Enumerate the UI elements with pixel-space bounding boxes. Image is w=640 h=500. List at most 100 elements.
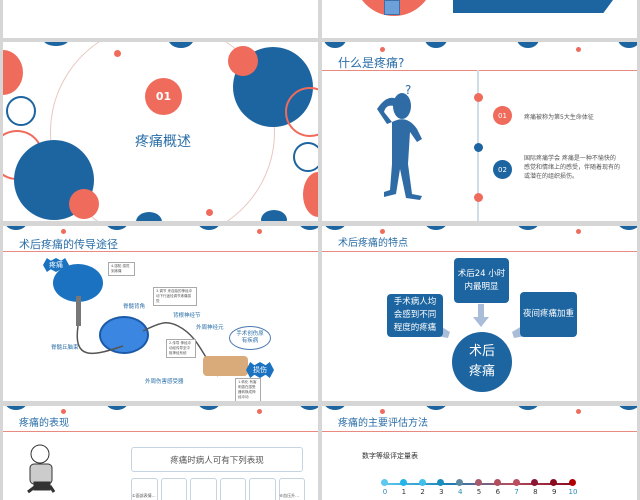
decor-circle — [5, 406, 27, 410]
label-spinothalamic-tract: 脊髓丘脑束 — [51, 345, 79, 351]
divider — [3, 431, 318, 432]
decor-ring-large — [50, 42, 275, 221]
burst-badge: 损伤 — [246, 362, 274, 378]
center-circle: 术后疼痛 — [452, 332, 512, 392]
decor-dot — [206, 209, 213, 216]
spinal-tract — [76, 296, 81, 326]
brain-icon — [53, 264, 103, 302]
note-transduction: 1.转化 有害刺激在感受器转换成神经冲动 — [235, 378, 261, 401]
slide-title: 术后疼痛的传导途径 — [19, 238, 118, 251]
divider — [322, 251, 637, 252]
timeline-dot — [474, 93, 483, 102]
manifestation-cell: ①面部表情… — [131, 478, 158, 500]
scale-label: 5 — [476, 488, 482, 496]
decor-circle — [106, 226, 128, 230]
decor-circle — [324, 406, 346, 410]
spinal-cord-icon — [99, 316, 149, 354]
item-text: 国际疼痛学会 疼痛是一种不愉快的感觉和情绪上的感受，伴随着现有的或潜在的组织损伤… — [524, 155, 621, 180]
feature-box-right: 夜间疼痛加重 — [520, 292, 577, 337]
section-number: 01 — [155, 90, 172, 103]
decor-circle — [198, 406, 220, 410]
scale-label: 3 — [439, 488, 444, 496]
item-number: 02 — [498, 165, 507, 174]
manifestation-cell — [160, 478, 187, 500]
feature-box-top: 术后24 小时内最明显 — [454, 258, 509, 303]
decor-dot — [114, 50, 121, 57]
manifestation-cells: ①面部表情… ⑥血压升… — [131, 478, 305, 500]
decor-dot — [257, 229, 262, 234]
slide-pain-features[interactable]: 术后疼痛的特点 术后24 小时内最明显 手术病人均会感到不同程度的疼痛 夜间疼痛… — [322, 226, 637, 401]
slide-overview[interactable]: 01 疼痛概述 — [3, 42, 318, 221]
decor-circle — [43, 42, 69, 46]
thinking-figure-icon: ? — [377, 84, 422, 200]
decor-circle — [618, 406, 637, 410]
slide-title: 疼痛概述 — [135, 134, 191, 150]
decor-dot — [257, 409, 262, 414]
banner-text: 疼痛时病人可有下列表现 — [170, 455, 264, 466]
item-badge: 02 — [493, 160, 512, 179]
slide-title: 疼痛的主要评估方法 — [338, 418, 428, 429]
scale-point — [456, 479, 464, 486]
decor-circle — [618, 42, 637, 48]
label-dorsal-root-ganglion: 背根神经节 — [173, 313, 201, 319]
decor-dot — [61, 409, 66, 414]
decor-circle — [324, 42, 346, 48]
decor-circle — [425, 226, 447, 230]
scale-label: 1 — [401, 488, 407, 496]
figure-legs — [384, 0, 400, 15]
timeline-dot — [474, 143, 483, 152]
decor-dot — [576, 47, 581, 52]
scale-label: 8 — [533, 488, 538, 496]
scale-label: 6 — [495, 488, 501, 496]
slide-thumbnail-partial-right[interactable] — [322, 0, 637, 38]
scale-label: 9 — [551, 488, 557, 496]
decor-circle — [228, 46, 258, 76]
scale-title: 数字等级评定量表 — [362, 452, 418, 460]
label-peripheral-neuron: 外周神经元 — [196, 325, 224, 331]
scale-point — [531, 479, 539, 486]
scale-point — [550, 479, 558, 486]
label-peripheral-nociceptor: 外周伤害感受器 — [145, 379, 184, 385]
scale-label: 4 — [457, 488, 463, 496]
banner-box: 疼痛时病人可有下列表现 — [131, 447, 303, 472]
decor-circle — [517, 226, 539, 230]
scale-label: 7 — [514, 488, 519, 496]
burst-badge: 疼痛 — [43, 258, 69, 272]
note-perception: 4.感知 感觉到疼痛 — [108, 262, 135, 276]
decor-circle — [136, 212, 162, 221]
manifestation-cell: ⑥血压升… — [278, 478, 305, 500]
scale-label: 0 — [382, 488, 388, 496]
decor-circle — [299, 406, 318, 410]
center-label: 术后疼痛 — [468, 344, 495, 379]
slide-pain-pathway[interactable]: 术后疼痛的传导途径 疼痛 手术创伤原有疾病 损伤 脊髓背角 背根神经节 外周神经… — [3, 226, 318, 401]
decor-ring — [6, 96, 36, 126]
decor-dot — [576, 409, 581, 414]
slide-thumbnail-partial-left[interactable] — [3, 0, 318, 38]
divider — [3, 251, 318, 252]
decor-circle — [324, 226, 346, 230]
decor-dot — [380, 409, 385, 414]
decor-circle — [425, 42, 447, 48]
timeline-dot — [474, 193, 483, 202]
slide-what-is-pain[interactable]: 什么是疼痛? ? 01 疼痛被称为第5大生命体征 02 国际疼痛学会 疼痛是一种… — [322, 42, 637, 221]
manifestation-cell — [219, 478, 246, 500]
crying-child-icon — [27, 444, 56, 494]
scale-point — [437, 479, 445, 486]
scale-point — [399, 479, 407, 486]
scale-label: 2 — [420, 488, 425, 496]
decor-circle — [517, 42, 539, 48]
decor-circle — [299, 226, 318, 230]
item-text: 疼痛被称为第5大生命体征 — [524, 114, 594, 121]
divider — [322, 431, 637, 432]
label-dorsal-horn: 脊髓背角 — [123, 304, 146, 310]
decor-dot — [61, 229, 66, 234]
slide-pain-manifestation[interactable]: 疼痛的表现 疼痛时病人可有下列表现 ①面部表情… ⑥血压升… — [3, 406, 318, 500]
decor-circle — [5, 226, 27, 230]
decor-circle — [517, 406, 539, 410]
decor-circle — [168, 42, 194, 48]
burst-label: 疼痛 — [49, 261, 63, 269]
decor-circle — [303, 172, 318, 217]
manifestation-cell — [190, 478, 217, 500]
